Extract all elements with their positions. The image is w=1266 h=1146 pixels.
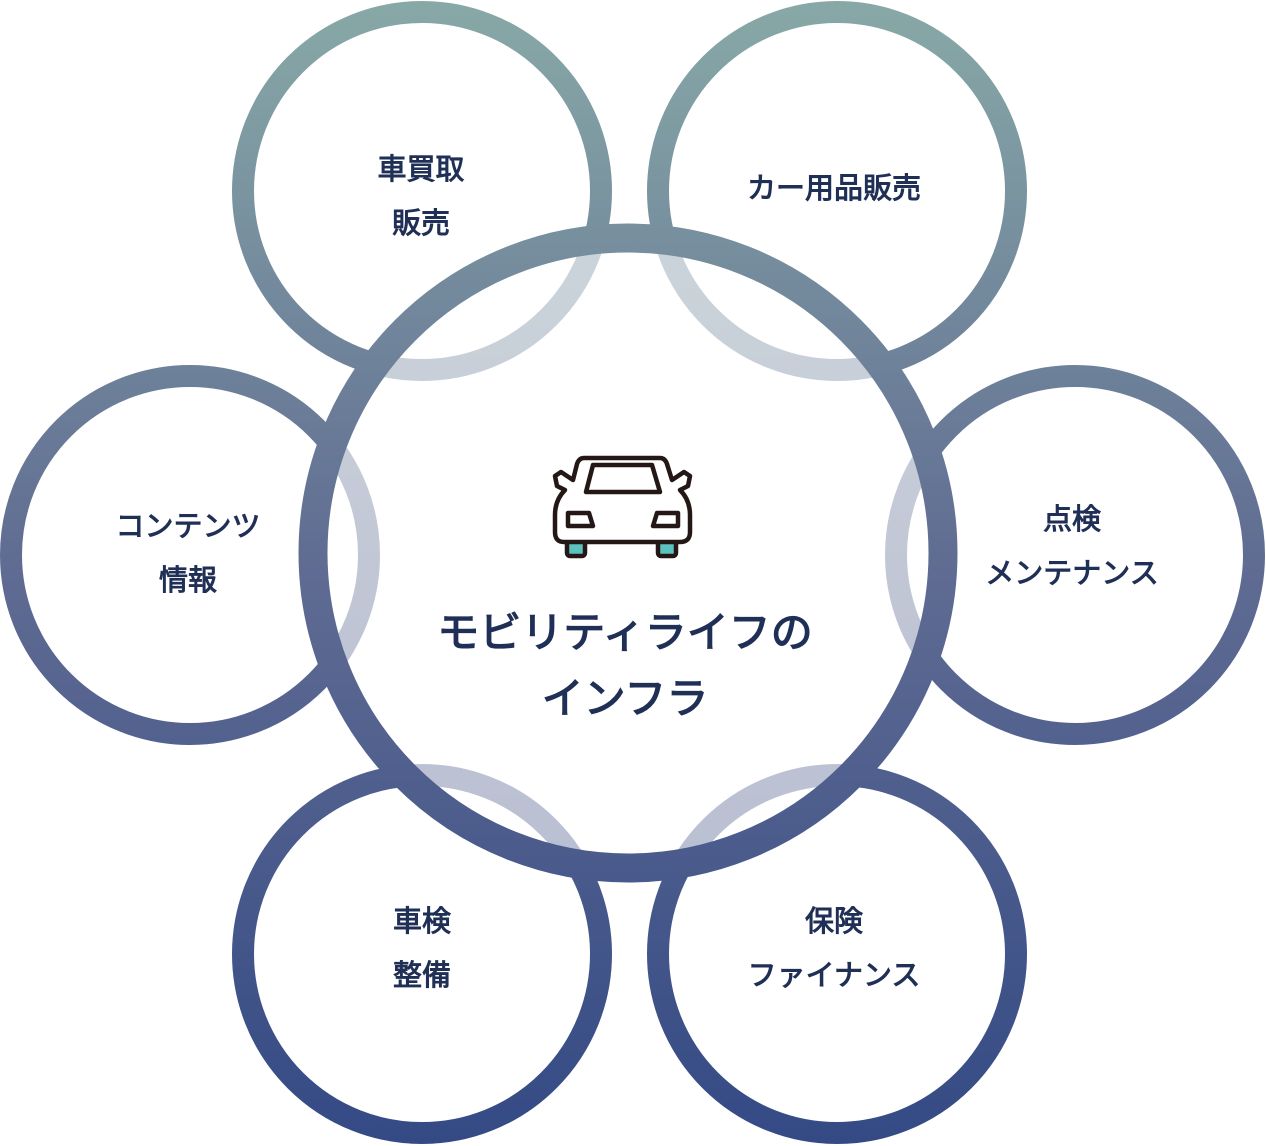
center-title-line2: インフラ <box>541 674 709 723</box>
node-label-line1: 車買取 <box>377 152 465 186</box>
node-car-buy-sell: 車買取 販売 <box>377 142 464 250</box>
center-title: モビリティライフの インフラ <box>437 600 812 732</box>
node-insurance-finance: 保険 ファイナンス <box>748 894 921 1002</box>
node-car-goods: カー用品販売 <box>747 161 921 215</box>
node-vehicle-inspection: 車検 整備 <box>393 894 451 1002</box>
node-label-line1: 車検 <box>392 904 452 938</box>
node-label-line2: 情報 <box>158 563 218 597</box>
node-label-line1: カー用品販売 <box>746 171 922 205</box>
node-label-line2: 整備 <box>392 958 452 992</box>
node-content-info: コンテンツ 情報 <box>115 499 260 607</box>
node-label-line2: ファイナンス <box>747 958 921 992</box>
car-icon <box>552 455 693 559</box>
node-label-line1: 点検 <box>1042 502 1102 536</box>
node-inspection-maintenance: 点検 メンテナンス <box>985 492 1158 600</box>
node-label-line1: コンテンツ <box>115 509 261 543</box>
node-label-line2: メンテナンス <box>985 556 1159 590</box>
node-label-line1: 保険 <box>804 904 863 938</box>
center-ring <box>298 223 958 883</box>
center-title-line1: モビリティライフの <box>437 608 813 657</box>
node-label-line2: 販売 <box>391 206 451 240</box>
